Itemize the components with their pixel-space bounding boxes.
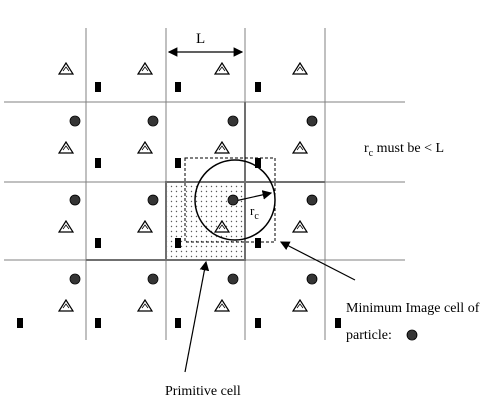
square-icon [95, 318, 101, 328]
cutoff-label: rc [250, 203, 259, 222]
triangle-icon [136, 140, 154, 154]
square-icon [175, 318, 181, 328]
particles [17, 61, 341, 328]
circle-icon [147, 115, 159, 127]
primitive-cell [166, 182, 245, 260]
square-icon [95, 238, 101, 248]
min-image-label-line1: Minimum Image cell of [346, 301, 480, 316]
circle-icon [69, 273, 81, 285]
triangle-icon [57, 140, 75, 154]
cutoff-radius-arrow [234, 190, 273, 202]
square-icon [175, 238, 181, 248]
primitive-cell-label: Primitive cell [165, 384, 241, 399]
triangle-icon [57, 219, 75, 233]
circle-icon [69, 115, 81, 127]
square-icon [175, 82, 181, 92]
square-icon [335, 318, 341, 328]
circle-icon [147, 194, 159, 206]
primitive-pointer-arrow [184, 260, 210, 373]
constraint-label: rc must be < L [364, 141, 444, 159]
triangle-icon [213, 298, 231, 312]
circle-icon [306, 115, 318, 127]
square-icon [95, 82, 101, 92]
cutoff-circle [194, 159, 276, 241]
triangle-icon [291, 140, 309, 154]
min-image-legend-circle-icon [406, 329, 418, 341]
circle-icon [147, 273, 159, 285]
circle-icon [306, 194, 318, 206]
triangle-icon [291, 61, 309, 75]
square-icon [175, 158, 181, 168]
square-icon [255, 158, 261, 168]
triangle-icon [136, 61, 154, 75]
box-length-label: L [196, 31, 205, 47]
circle-icon [227, 194, 239, 206]
circle-icon [306, 273, 318, 285]
min-image-pointer-arrow [279, 241, 356, 281]
circle-icon [227, 273, 239, 285]
square-icon [95, 158, 101, 168]
triangle-icon [136, 298, 154, 312]
triangle-icon [57, 298, 75, 312]
triangle-icon [291, 298, 309, 312]
triangle-icon [213, 219, 231, 233]
triangle-icon [291, 219, 309, 233]
square-icon [17, 318, 23, 328]
circle-icon [227, 115, 239, 127]
min-image-label-line2: particle: [346, 328, 392, 343]
triangle-icon [213, 140, 231, 154]
triangle-icon [57, 61, 75, 75]
circle-icon [69, 194, 81, 206]
triangle-icon [136, 219, 154, 233]
primitive-cell-border [165, 181, 246, 261]
triangle-icon [213, 61, 231, 75]
square-icon [255, 318, 261, 328]
square-icon [255, 238, 261, 248]
square-icon [255, 82, 261, 92]
